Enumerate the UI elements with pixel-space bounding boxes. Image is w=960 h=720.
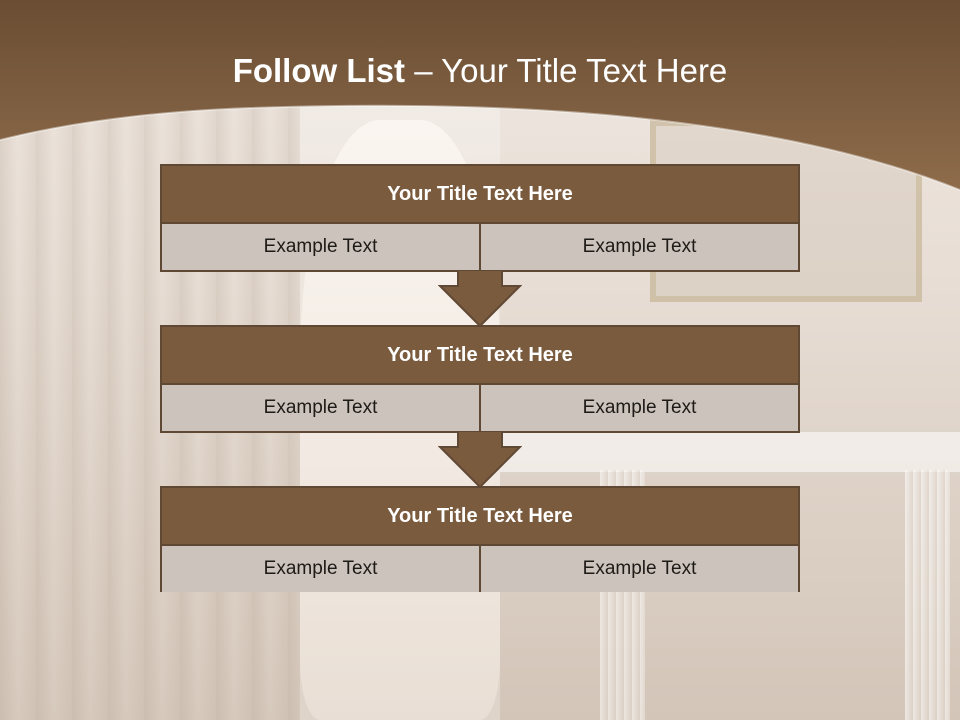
slide-title: Follow List – Your Title Text Here xyxy=(0,52,960,90)
slide-title-rest: – Your Title Text Here xyxy=(405,52,728,89)
block-cell-right: Example Text xyxy=(479,385,798,431)
block-title: Your Title Text Here xyxy=(162,488,798,546)
block-title: Your Title Text Here xyxy=(162,166,798,224)
block-cell-right: Example Text xyxy=(479,546,798,592)
block-row: Example Text Example Text xyxy=(162,546,798,592)
background-pillar-right xyxy=(905,470,950,720)
list-block-3: Your Title Text Here Example Text Exampl… xyxy=(160,486,800,592)
block-title: Your Title Text Here xyxy=(162,327,798,385)
block-cell-left: Example Text xyxy=(162,224,479,270)
block-row: Example Text Example Text xyxy=(162,385,798,431)
list-block-2: Your Title Text Here Example Text Exampl… xyxy=(160,325,800,433)
down-arrow-icon xyxy=(438,270,522,328)
background-mantel xyxy=(500,430,960,474)
block-cell-right: Example Text xyxy=(479,224,798,270)
block-row: Example Text Example Text xyxy=(162,224,798,270)
block-cell-left: Example Text xyxy=(162,546,479,592)
block-cell-left: Example Text xyxy=(162,385,479,431)
list-block-1: Your Title Text Here Example Text Exampl… xyxy=(160,164,800,272)
header-banner xyxy=(0,0,960,191)
down-arrow-icon xyxy=(438,431,522,489)
slide-title-bold: Follow List xyxy=(232,52,406,89)
